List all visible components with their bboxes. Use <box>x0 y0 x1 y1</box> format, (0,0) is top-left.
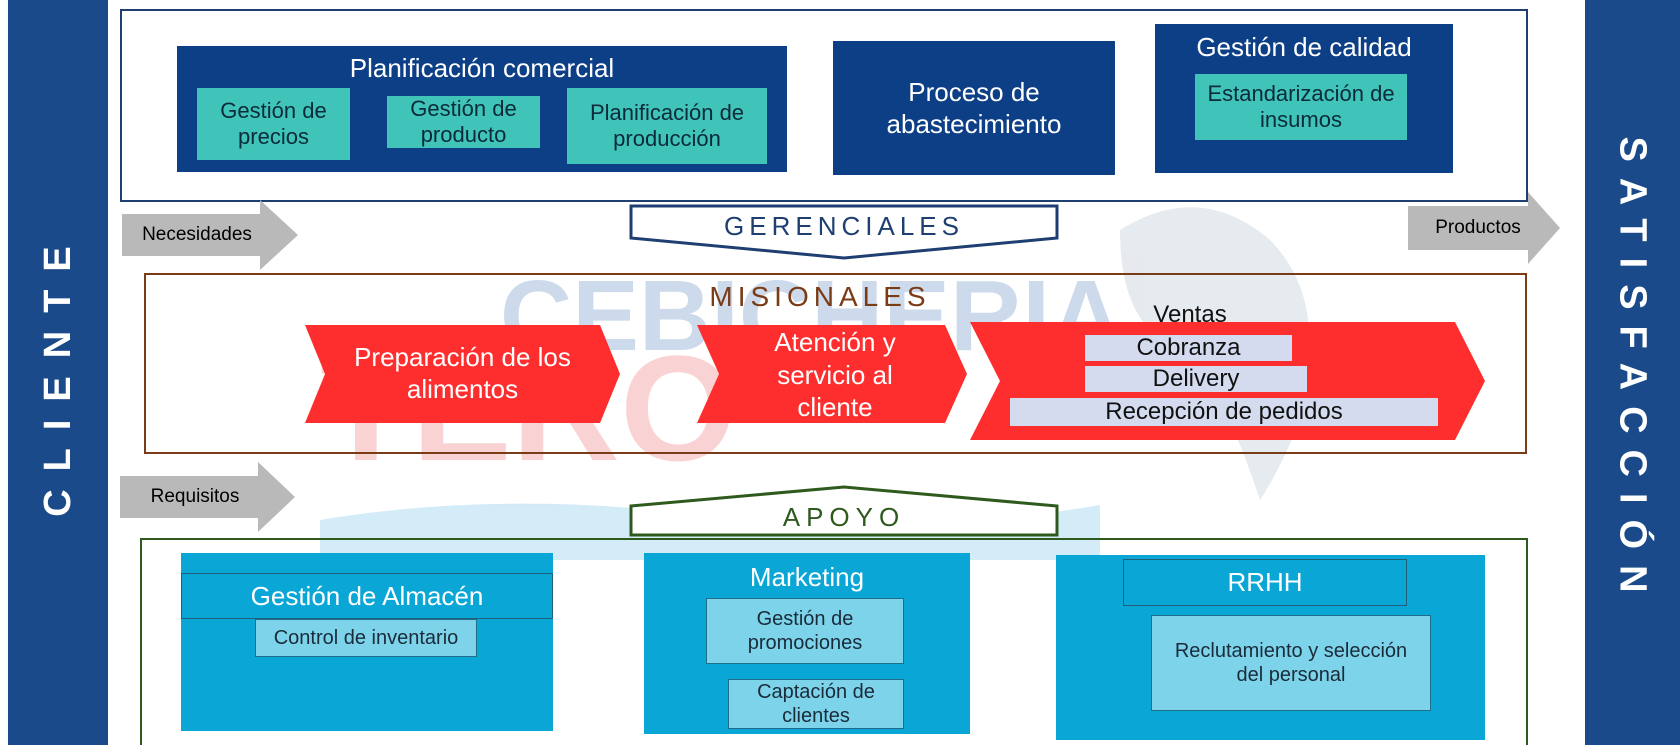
atencion-chevron-icon <box>697 325 967 423</box>
preparacion-alimentos-label: Preparación de los alimentos <box>354 341 571 405</box>
proceso-abastecimiento-box: Proceso de abastecimiento <box>833 41 1115 175</box>
control-inventario-box: Control de inventario <box>255 619 477 657</box>
gerenciales-frame <box>120 9 1528 202</box>
preparacion-chevron-icon <box>305 325 620 423</box>
apoyo-title: APOYO <box>782 501 906 532</box>
planificacion-comercial-title: Planificación comercial <box>349 52 615 83</box>
planificacion-comercial-box: Planificación comercial Gestión de preci… <box>177 46 787 172</box>
productos-label: Productos <box>1435 217 1521 238</box>
ventas-title: Ventas <box>1153 301 1227 328</box>
gestion-almacen-title: Gestión de Almacén <box>181 573 553 619</box>
gestion-precios-box: Gestión de precios <box>197 88 350 160</box>
reclutamiento-box: Reclutamiento y selección del personal <box>1151 615 1431 711</box>
satisfaccion-label: SATISFACCIÓN <box>1612 136 1654 609</box>
misionales-frame <box>144 273 1527 454</box>
productos-arrow-icon <box>1408 192 1560 264</box>
marketing-title: Marketing <box>749 561 865 592</box>
marketing-box: Marketing Gestión de promociones Captaci… <box>644 553 970 734</box>
necesidades-arrow-icon <box>122 200 298 270</box>
satisfaccion-bar: SATISFACCIÓN <box>1585 0 1680 745</box>
misionales-title: MISIONALES <box>709 281 931 312</box>
gestion-calidad-title: Gestión de calidad <box>1196 31 1412 62</box>
cliente-label: CLIENTE <box>36 228 79 517</box>
rrhh-title: RRHH <box>1123 559 1407 606</box>
recepcion-pedidos-box: Recepción de pedidos <box>1010 398 1438 426</box>
cobranza-box: Cobranza <box>1085 334 1292 361</box>
cliente-bar: CLIENTE <box>8 0 108 745</box>
rrhh-box: RRHH Reclutamiento y selección del perso… <box>1056 555 1485 740</box>
apoyo-pentagon-icon <box>629 485 1059 537</box>
captacion-clientes-box: Captación de clientes <box>728 679 904 729</box>
gestion-almacen-box: Gestión de Almacén Control de inventario <box>181 553 553 731</box>
gerenciales-title: GERENCIALES <box>724 210 964 241</box>
apoyo-frame <box>140 538 1528 745</box>
requisitos-label: Requisitos <box>150 486 240 507</box>
gestion-calidad-box: Gestión de calidad Estandarización de in… <box>1155 24 1453 173</box>
estandarizacion-insumos-box: Estandarización de insumos <box>1195 74 1407 140</box>
requisitos-arrow-icon <box>120 462 295 532</box>
delivery-box: Delivery <box>1085 365 1307 392</box>
atencion-servicio-label: Atención y servicio al cliente <box>774 327 896 423</box>
planificacion-produccion-box: Planificación de producción <box>567 88 767 164</box>
gerenciales-pentagon-icon <box>629 204 1059 260</box>
gestion-producto-box: Gestión de producto <box>387 96 540 148</box>
gestion-promociones-box: Gestión de promociones <box>706 598 904 664</box>
necesidades-label: Necesidades <box>142 224 252 245</box>
